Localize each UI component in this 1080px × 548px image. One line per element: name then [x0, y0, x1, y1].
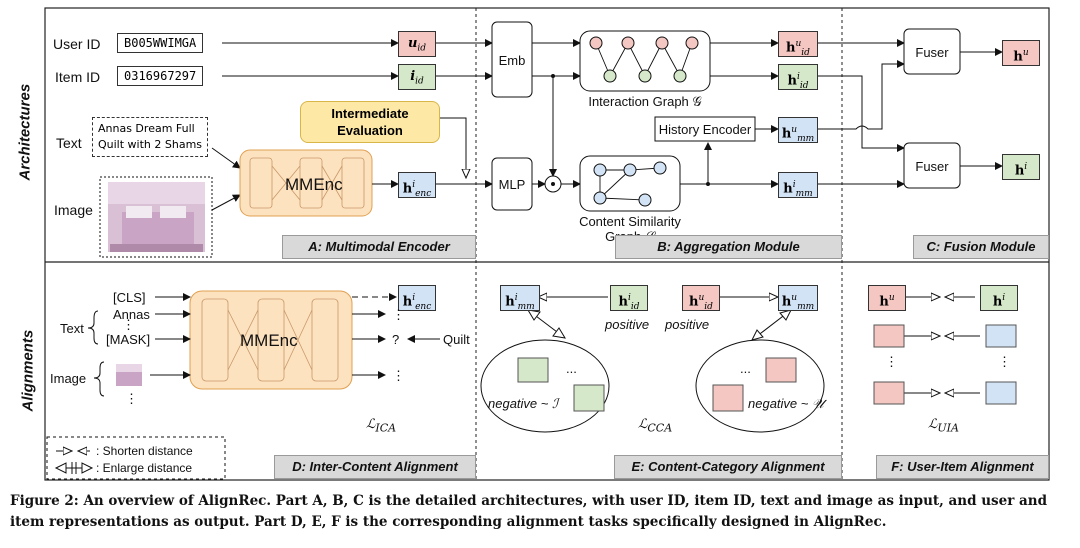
- alignments-label: Alignments: [19, 329, 37, 412]
- panel-f-label: F: User-Item Alignment: [876, 455, 1049, 479]
- intermediate-evaluation: Intermediate Evaluation: [300, 101, 440, 143]
- h-enc-box: hienc: [398, 172, 436, 199]
- h-mm-i-box-e: himm: [500, 285, 540, 312]
- image-token-label: Image: [50, 371, 87, 386]
- image-dots: ⋮: [125, 391, 138, 406]
- legend-enlarge: : Enlarge distance: [96, 461, 193, 475]
- mmenc-label-bottom: MMEnc: [240, 331, 298, 350]
- masked-output: ?: [392, 332, 400, 347]
- mmenc-top: [239, 149, 373, 217]
- image-label: Image: [54, 202, 93, 218]
- positive-label-2: positive: [665, 317, 710, 332]
- out-dots-2: ⋮: [392, 368, 405, 383]
- item-id-value: 0316967297: [117, 66, 204, 86]
- h-i-box-f: hi: [980, 285, 1018, 311]
- f-dots-left: ⋮: [885, 354, 898, 369]
- cls-token: [CLS]: [113, 290, 146, 305]
- architectures-label: Architectures: [16, 83, 34, 181]
- text-dots: ⋮: [122, 317, 135, 332]
- h-mm-i-box: himm: [778, 172, 818, 199]
- loss-ica: ℒICA: [366, 417, 397, 435]
- text-token-label: Text: [60, 321, 84, 336]
- f-dots-right: ⋮: [998, 354, 1011, 369]
- mlp-label: MLP: [498, 177, 526, 192]
- legend-box: [46, 436, 226, 480]
- h-u-box-f: hu: [868, 285, 906, 311]
- text-label: Text: [56, 135, 82, 151]
- h-id-i-box-e: hiid: [610, 285, 648, 312]
- negative-user-label: negative ~ 𝒰: [748, 396, 824, 411]
- panel-e-label: E: Content-Category Alignment: [614, 455, 842, 479]
- panel-c-label: C: Fusion Module: [913, 235, 1049, 259]
- loss-cca: ℒCCA: [638, 417, 673, 435]
- outer-frame: [44, 7, 1050, 481]
- h-enc-box-d: hienc: [398, 285, 436, 312]
- interaction-graph-label: Interaction Graph 𝒢: [588, 94, 702, 109]
- ellipsis-right: ...: [740, 361, 751, 376]
- text-value-line2: Quilt with 2 Shams: [98, 138, 203, 151]
- figure-caption: Figure 2: An overview of AlignRec. Part …: [10, 493, 1048, 530]
- ellipsis-left: ...: [566, 361, 577, 376]
- mmenc-label-top: MMEnc: [285, 175, 343, 194]
- user-id-label: User ID: [53, 36, 101, 52]
- negative-item-label: negative ~ ℐ: [488, 396, 559, 411]
- loss-uia: ℒUIA: [928, 417, 959, 435]
- text-value-line1: Annas Dream Full: [98, 122, 195, 135]
- panel-d-label: D: Inter-Content Alignment: [274, 455, 476, 479]
- positive-label-1: positive: [605, 317, 650, 332]
- h-id-i-box: hiid: [778, 64, 818, 91]
- history-encoder-box: [654, 116, 756, 142]
- annas-token: Annas: [113, 307, 150, 322]
- out-dots-1: ⋮: [392, 307, 405, 322]
- i-id-box: iid: [398, 64, 436, 90]
- history-encoder-label: History Encoder: [658, 122, 752, 137]
- h-i-output: hi: [1002, 154, 1040, 180]
- quilt-token: Quilt: [443, 332, 470, 347]
- text-value: Annas Dream Full Quilt with 2 Shams: [92, 117, 209, 157]
- legend-shorten: : Shorten distance: [96, 444, 193, 458]
- h-u-output: hu: [1002, 40, 1040, 66]
- item-id-label: Item ID: [55, 69, 101, 85]
- mask-token: [MASK]: [106, 332, 151, 347]
- panel-b-label: B: Aggregation Module: [615, 235, 842, 259]
- emb-box: [491, 21, 533, 98]
- h-mm-u-box: humm: [778, 117, 818, 144]
- emb-label: Emb: [498, 53, 526, 68]
- h-id-u-box-e: huid: [682, 285, 720, 312]
- u-id-box: uid: [398, 31, 436, 57]
- h-id-u-box: huid: [778, 31, 818, 58]
- user-id-value: B005WWIMGA: [117, 33, 204, 53]
- fuser-bottom-label: Fuser: [915, 159, 949, 174]
- panel-a-label: A: Multimodal Encoder: [282, 235, 476, 259]
- h-mm-u-box-e: humm: [778, 285, 818, 312]
- fuser-top-label: Fuser: [915, 45, 949, 60]
